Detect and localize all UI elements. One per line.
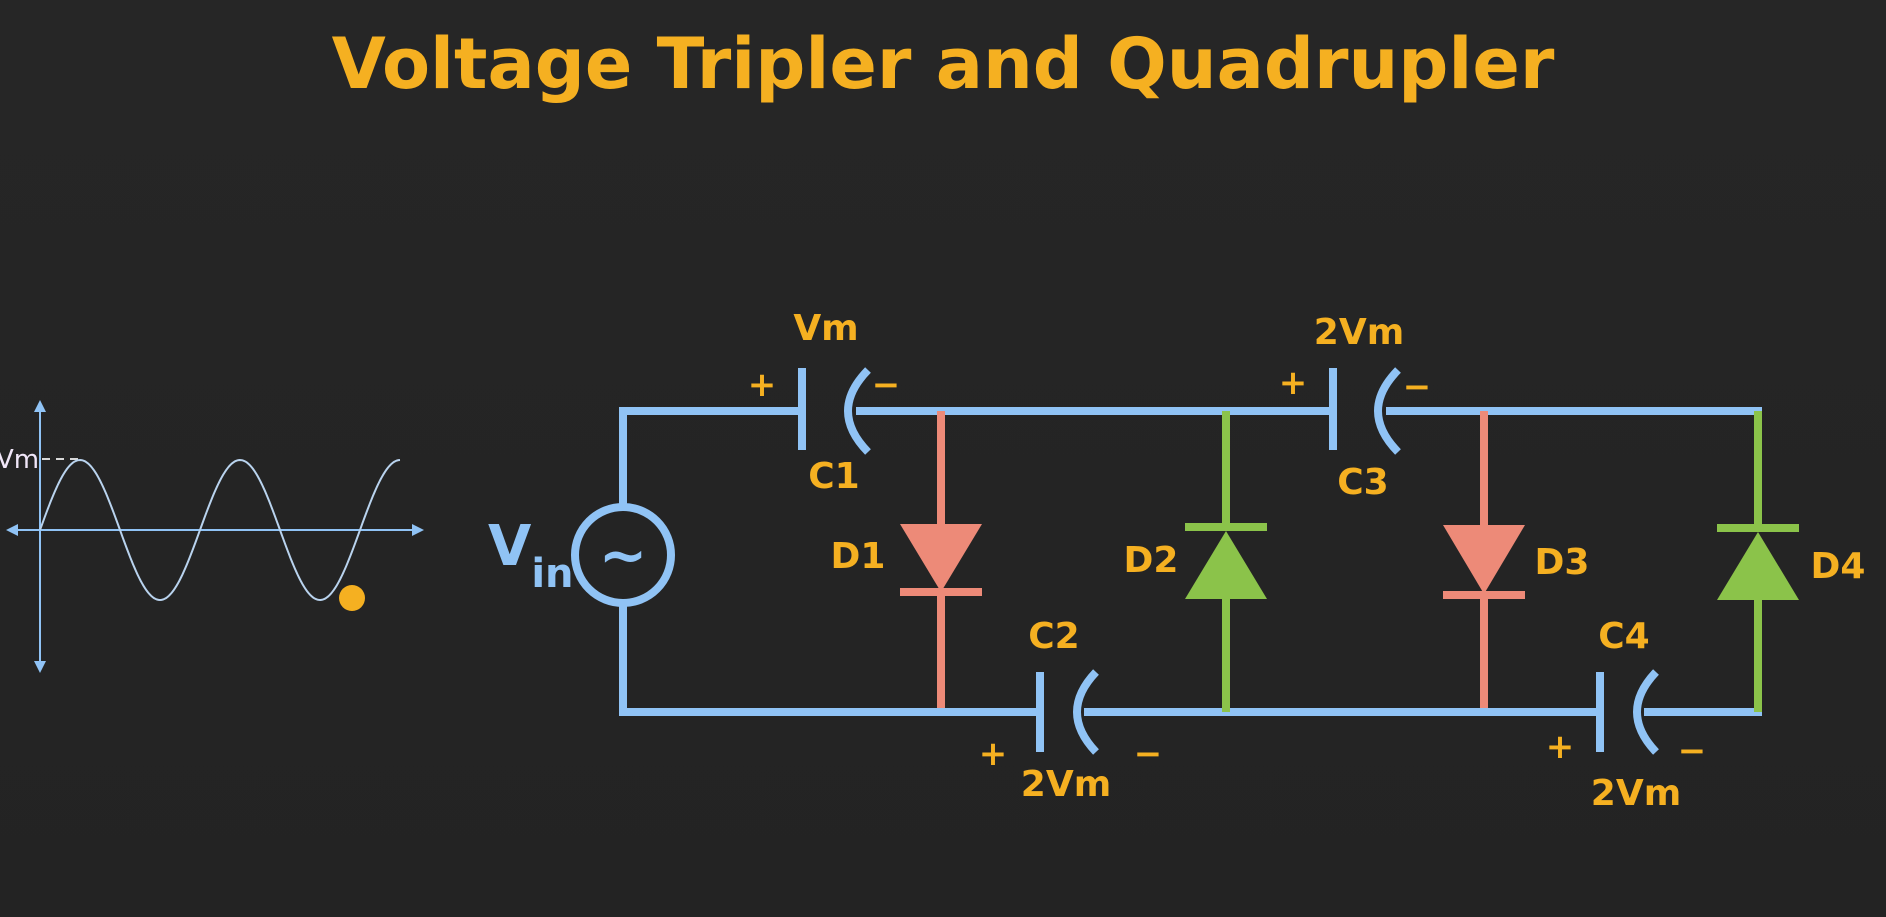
x-axis-arrow-left-icon xyxy=(6,524,18,536)
c2-name-label: C2 xyxy=(1028,616,1079,657)
capacitor-c4: C4 + − 2Vm xyxy=(1546,616,1707,814)
diode-d2: D2 xyxy=(1124,411,1267,712)
wire-source-to-c1 xyxy=(619,407,804,509)
peak-label: Vm xyxy=(0,445,39,475)
c3-plus-sign: + xyxy=(1279,363,1308,403)
current-point-marker xyxy=(339,585,365,611)
c3-minus-sign: − xyxy=(1403,367,1432,407)
c3-name-label: C3 xyxy=(1337,462,1388,503)
diode-d1: D1 xyxy=(831,411,982,708)
c2-voltage-label: 2Vm xyxy=(1021,764,1111,805)
c4-name-label: C4 xyxy=(1598,616,1649,657)
source-label: Vin xyxy=(488,514,574,597)
d2-name-label: D2 xyxy=(1124,540,1179,581)
sine-wave xyxy=(39,458,401,602)
c2-plus-sign: + xyxy=(979,734,1008,774)
diode-d3: D3 xyxy=(1443,411,1589,708)
c1-plus-sign: + xyxy=(748,365,777,405)
c3-voltage-label: 2Vm xyxy=(1314,312,1404,353)
input-waveform: Vm xyxy=(0,400,424,673)
d4-triangle-icon xyxy=(1717,532,1799,600)
c4-voltage-label: 2Vm xyxy=(1591,773,1681,814)
c1-minus-sign: − xyxy=(872,365,901,405)
c3-negative-plate xyxy=(1374,367,1401,455)
d3-name-label: D3 xyxy=(1535,542,1590,583)
c2-minus-sign: − xyxy=(1134,734,1163,774)
page-title: Voltage Tripler and Quadrupler xyxy=(332,23,1555,105)
ac-source-circle xyxy=(571,503,675,607)
x-axis-arrow-right-icon xyxy=(412,524,424,536)
wire-source-to-c2 xyxy=(619,601,1042,716)
ac-source-symbol-icon: ~ xyxy=(599,521,648,589)
c4-minus-sign: − xyxy=(1678,731,1707,771)
capacitor-c2: C2 + − 2Vm xyxy=(979,616,1163,805)
capacitor-c3: 2Vm + − C3 xyxy=(1279,312,1432,503)
c1-name-label: C1 xyxy=(808,456,859,497)
c4-negative-plate xyxy=(1633,669,1659,755)
y-axis-arrow-down-icon xyxy=(34,661,46,673)
d4-name-label: D4 xyxy=(1811,546,1866,587)
d2-triangle-icon xyxy=(1185,531,1267,599)
y-axis-arrow-up-icon xyxy=(34,400,46,412)
d1-triangle-icon xyxy=(900,524,982,592)
d1-name-label: D1 xyxy=(831,536,886,577)
diode-d4: D4 xyxy=(1717,411,1865,712)
d3-triangle-icon xyxy=(1443,525,1525,594)
capacitor-c1: Vm + − C1 xyxy=(748,308,901,497)
ac-source: ~ Vin xyxy=(488,503,675,607)
c1-negative-plate xyxy=(844,367,871,455)
c4-plus-sign: + xyxy=(1546,727,1575,767)
source-label-main: V xyxy=(488,514,532,579)
source-label-sub: in xyxy=(531,551,573,597)
c2-negative-plate xyxy=(1073,669,1099,755)
c1-voltage-label: Vm xyxy=(793,308,858,349)
